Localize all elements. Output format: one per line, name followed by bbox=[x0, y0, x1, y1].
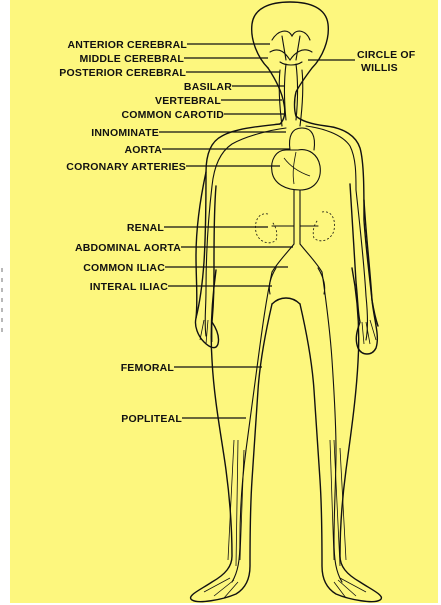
label-circle-of-willis-line1: CIRCLE OF bbox=[357, 49, 416, 61]
label-popliteal: POPLITEAL bbox=[121, 413, 182, 425]
arterial-vessels bbox=[200, 31, 376, 598]
label-basilar: BASILAR bbox=[184, 81, 232, 93]
coronary-vessels bbox=[284, 152, 310, 184]
label-aorta: AORTA bbox=[124, 144, 162, 156]
aortic-arch bbox=[290, 128, 315, 150]
right-leg-outline bbox=[300, 268, 381, 602]
heart bbox=[272, 150, 321, 190]
left-lower-leg-vessels bbox=[228, 440, 244, 566]
label-common-carotid: COMMON CAROTID bbox=[121, 109, 224, 121]
right-lower-leg-vessels bbox=[330, 440, 346, 566]
carotid-arteries bbox=[279, 64, 303, 126]
scan-edge-marks bbox=[0, 268, 4, 338]
label-common-iliac: COMMON ILIAC bbox=[83, 262, 165, 274]
right-hand-vessels bbox=[362, 320, 376, 344]
label-circle-of-willis-line2: WILLIS bbox=[361, 62, 398, 74]
neck-left bbox=[268, 68, 285, 124]
label-middle-cerebral: MIDDLE CEREBRAL bbox=[80, 53, 185, 65]
label-posterior-cerebral: POSTERIOR CEREBRAL bbox=[59, 67, 186, 79]
label-renal: RENAL bbox=[127, 222, 165, 234]
head-outline bbox=[252, 2, 329, 116]
left-leg-outline bbox=[191, 270, 272, 602]
label-femoral: FEMORAL bbox=[121, 362, 175, 374]
abdominal-aorta-vessel bbox=[294, 190, 300, 244]
circle-of-willis-vessels bbox=[270, 31, 312, 65]
left-femoral-artery bbox=[232, 272, 272, 582]
right-femoral-artery bbox=[322, 272, 342, 582]
label-abdominal-aorta: ABDOMINAL AORTA bbox=[75, 242, 181, 254]
label-innominate: INNOMINATE bbox=[91, 127, 159, 139]
subclavian-left bbox=[212, 128, 286, 186]
internal-iliac-vessels bbox=[269, 268, 325, 294]
label-interal-iliac: INTERAL ILIAC bbox=[90, 281, 168, 293]
label-anterior-cerebral: ANTERIOR CEREBRAL bbox=[68, 39, 188, 51]
left-kidney bbox=[256, 214, 277, 243]
crotch-outline bbox=[272, 298, 300, 304]
label-vertebral: VERTEBRAL bbox=[155, 95, 221, 107]
label-coronary-arteries: CORONARY ARTERIES bbox=[66, 161, 186, 173]
common-iliac-vessels bbox=[272, 244, 322, 272]
